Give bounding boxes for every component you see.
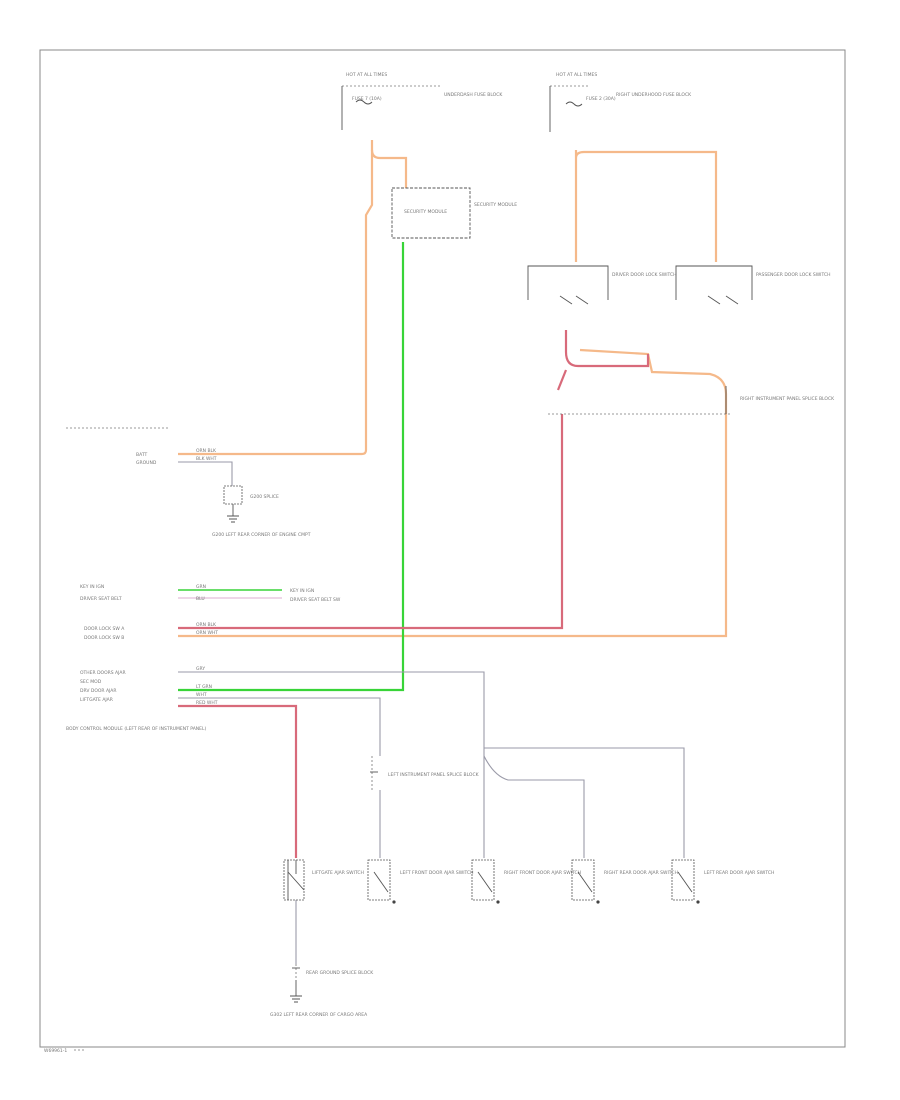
bcm-pin-lock-b: DOOR LOCK SW B [84,635,124,641]
bcm-wire-belt: BLU [196,596,205,602]
security-module-desc: SECURITY MODULE [474,202,517,208]
wire-splice-doorlock-b [178,348,728,638]
wire-fuse7-bcm [178,150,374,456]
left-instrument-panel-splice-block: LEFT INSTRUMENT PANEL SPLICE BLOCK [370,756,480,790]
rf-door-ajar-switch: RIGHT FRONT DOOR AJAR SWITCH [471,859,581,904]
bcm-pin-drv-door: DRV DOOR AJAR [80,688,117,694]
bcm-pin-seat-belt: DRIVER SEAT BELT [80,596,122,602]
rr-door-ajar-label: RIGHT REAR DOOR AJAR SWITCH [604,870,678,876]
wire-rear-bus [484,747,685,858]
fuse-block-1-fuse: FUSE 7 (10A) [352,96,382,102]
wire-security-bcm [178,242,405,692]
bcm-wire-lock-b: ORN WHT [196,630,218,636]
rr-door-ajar-switch: RIGHT REAR DOOR AJAR SWITCH [571,859,678,904]
bcm-wire-key: GRN [196,584,206,590]
pin-group-a: KEY IN IGN [290,588,314,594]
wire-splice-stub [556,369,568,391]
rear-ground-splice-block: REAR GROUND SPLICE BLOCK G302 LEFT REAR … [270,964,374,1018]
bcm-wire-ground: BLK WHT [196,456,217,462]
wire-bcm-ground [178,461,233,486]
fuse-block-1-title: HOT AT ALL TIMES [346,72,387,78]
rf-door-ajar-label: RIGHT FRONT DOOR AJAR SWITCH [504,870,581,876]
g200-splice-box-label: G200 SPLICE [250,494,279,500]
bcm-pin-sec-mod: SEC MOD [80,679,102,685]
right-instrument-panel-splice-block: RIGHT INSTRUMENT PANEL SPLICE BLOCK [548,386,835,415]
security-module-label: SECURITY MODULE [404,209,447,215]
wire-rr-branch [483,755,585,858]
wire-drv-door-ajar [178,697,381,756]
lr-door-ajar-switch: LEFT REAR DOOR AJAR SWITCH [671,859,774,904]
liftgate-ajar-switch: LIFTGATE AJAR SWITCH [283,859,364,901]
bcm-wire-other: GRY [196,666,205,672]
bcm-wire-secmod: LT GRN [196,684,212,690]
ground-g200-label: G200 LEFT REAR CORNER OF ENGINE CMPT [212,532,311,538]
bcm-pin-batt: BATT [136,452,147,458]
wire-liftgate-ajar [178,704,298,858]
fuse-block-2-fuse: FUSE 2 (30A) [586,96,616,102]
ground-g200: G200 SPLICE G200 LEFT REAR CORNER OF ENG… [212,485,311,538]
ground-g302-label: G302 LEFT REAR CORNER OF CARGO AREA [270,1012,368,1018]
bcm-wire-batt: ORN BLK [196,448,217,454]
wire-driver-lock-splice [564,330,650,368]
bcm-pin-key-in-ign: KEY IN IGN [80,584,104,590]
passenger-door-lock-switch: PASSENGER DOOR LOCK SWITCH [675,265,830,305]
wire-fuse7-security [370,140,408,188]
liftgate-ajar-label: LIFTGATE AJAR SWITCH [312,870,364,876]
bcm-pin-lock-a: DOOR LOCK SW A [84,626,125,632]
right-underhood-fuse-block: HOT AT ALL TIMES FUSE 2 (30A) RIGHT UNDE… [549,72,692,132]
driver-door-lock-label: DRIVER DOOR LOCK SWITCH [612,272,677,278]
wire-fuse2-passenger [574,150,718,262]
bcm-pin-liftgate: LIFTGATE AJAR [80,697,113,703]
lr-door-ajar-label: LEFT REAR DOOR AJAR SWITCH [704,870,774,876]
rear-ground-splice-label: REAR GROUND SPLICE BLOCK [306,970,374,976]
passenger-door-lock-label: PASSENGER DOOR LOCK SWITCH [756,272,830,278]
fuse-block-2-title: HOT AT ALL TIMES [556,72,597,78]
bcm-wire-drv: WHT [196,692,207,698]
left-splice-label: LEFT INSTRUMENT PANEL SPLICE BLOCK [388,772,480,778]
wire-splice-doorlock-a [178,414,564,630]
bcm-label: BODY CONTROL MODULE (LEFT REAR OF INSTRU… [66,726,206,732]
pin-group-b: DRIVER SEAT BELT SW [290,597,341,603]
security-module: SECURITY MODULE SECURITY MODULE [391,187,517,239]
diagram-id: W69961-1 [44,1048,67,1054]
right-splice-label: RIGHT INSTRUMENT PANEL SPLICE BLOCK [740,396,835,402]
bcm-wire-lock-a: ORN BLK [196,622,217,628]
underdash-fuse-block: HOT AT ALL TIMES FUSE 7 (10A) UNDERDASH … [341,72,503,130]
bcm-wire-liftgate: RED WHT [196,700,218,706]
fuse-block-2-name: RIGHT UNDERHOOD FUSE BLOCK [616,92,692,98]
lf-door-ajar-label: LEFT FRONT DOOR AJAR SWITCH [400,870,474,876]
lf-door-ajar-switch: LEFT FRONT DOOR AJAR SWITCH [367,859,474,904]
fuse-block-1-name: UNDERDASH FUSE BLOCK [444,92,503,98]
bcm-pin-ground: GROUND [136,460,157,466]
bcm-pin-other-doors: OTHER DOORS AJAR [80,670,126,676]
diagram-border [39,49,846,1048]
wire-other-doors [178,671,485,858]
body-control-module: BATT GROUND ORN BLK BLK WHT KEY IN IGN D… [66,427,341,732]
driver-door-lock-switch: DRIVER DOOR LOCK SWITCH [527,265,677,305]
